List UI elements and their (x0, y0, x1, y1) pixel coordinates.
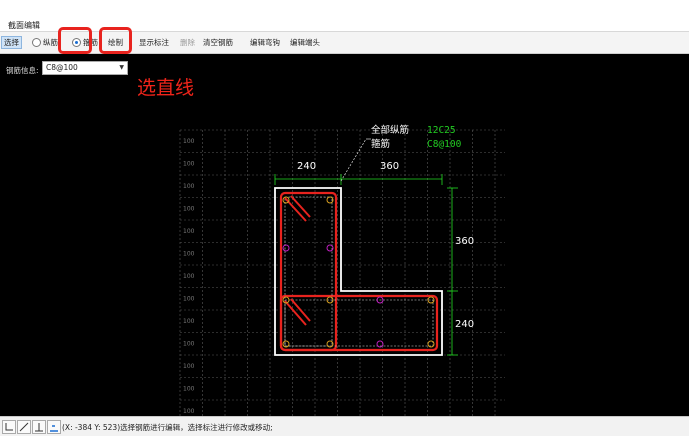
grid-label: 100 (183, 318, 195, 325)
longitudinal-label[interactable]: 纵筋 (43, 38, 58, 47)
line-icon[interactable] (17, 420, 31, 434)
corner-snap-icon[interactable] (2, 420, 16, 434)
status-bar: (X: -384 Y: 523)选择钢筋进行编辑，选择标注进行修改或移动; (0, 416, 689, 436)
clear-rebar-button[interactable]: 清空钢筋 (203, 38, 233, 47)
rebar-spec: 12C25 (427, 125, 456, 136)
rebar-info-select[interactable]: C8@100 ▼ (42, 61, 128, 75)
grid-label: 100 (183, 161, 195, 168)
stirrup-horizontal (279, 294, 439, 352)
annotation-text: 选直线 (137, 77, 195, 99)
grid-label: 100 (183, 363, 195, 370)
title-separator (0, 31, 689, 32)
grid-label: 100 (183, 273, 195, 280)
delete-button[interactable]: 删除 (180, 38, 195, 47)
longitudinal-radio[interactable] (32, 38, 41, 47)
window-title: 截面编辑 (8, 21, 40, 30)
rebar-info-value: C8@100 (46, 63, 78, 72)
highlight-stirrup-box (58, 27, 92, 54)
rebar-dots (282, 196, 435, 348)
inner-dash-vertical (284, 196, 333, 347)
dimension-lines (274, 174, 458, 356)
grid (179, 129, 505, 416)
section-outline (274, 187, 443, 356)
grid-label: 100 (183, 408, 195, 415)
perpendicular-icon[interactable] (32, 420, 46, 434)
dim-right-top: 360 (455, 236, 474, 247)
stirrup-radio[interactable] (72, 38, 81, 47)
stirrup-spec: C8@100 (427, 139, 462, 150)
leader-text-2: 箍筋 (371, 138, 390, 150)
stirrup-hooks (284, 195, 311, 326)
edit-end-button[interactable]: 编辑端头 (290, 38, 320, 47)
section-drawing: 100 100 100 100 100 100 100 100 100 100 100 100 100 (179, 124, 505, 416)
status-text: (X: -384 Y: 523)选择钢筋进行编辑，选择标注进行修改或移动; (62, 423, 273, 432)
title-bar: 截面编辑 (0, 0, 689, 32)
grid-label: 100 (183, 386, 195, 393)
inner-dash-horizontal (284, 299, 434, 347)
select-button[interactable]: 选择 (1, 36, 22, 49)
grid-labels: 100 100 100 100 100 100 100 100 100 100 100 100 100 (183, 138, 195, 415)
edit-stirrup-button[interactable]: 编辑弯钩 (250, 38, 280, 47)
leader-line (340, 138, 367, 182)
grid-label: 100 (183, 206, 195, 213)
grid-label: 100 (183, 296, 195, 303)
grid-label: 100 (183, 341, 195, 348)
grid-label: 100 (183, 138, 195, 145)
grid-label: 100 (183, 251, 195, 258)
toolbar: 选择 纵筋 箍筋 绘制 显示标注 删除 清空钢筋 编辑弯钩 编辑端头 (0, 32, 689, 54)
chevron-down-icon: ▼ (119, 64, 124, 71)
grid-label: 100 (183, 228, 195, 235)
grid-label: 100 (183, 183, 195, 190)
rebar-info-label: 钢筋信息: (6, 66, 39, 75)
dim-top-right: 360 (380, 161, 399, 172)
leader-text-1: 全部纵筋 (371, 124, 409, 136)
ortho-icon[interactable] (47, 420, 61, 434)
draw-button[interactable]: 绘制 (108, 38, 123, 47)
dim-top-left: 240 (297, 161, 316, 172)
show-annotation-button[interactable]: 显示标注 (139, 38, 169, 47)
highlight-draw-box (99, 27, 132, 54)
dim-right-bottom: 240 (455, 319, 474, 330)
